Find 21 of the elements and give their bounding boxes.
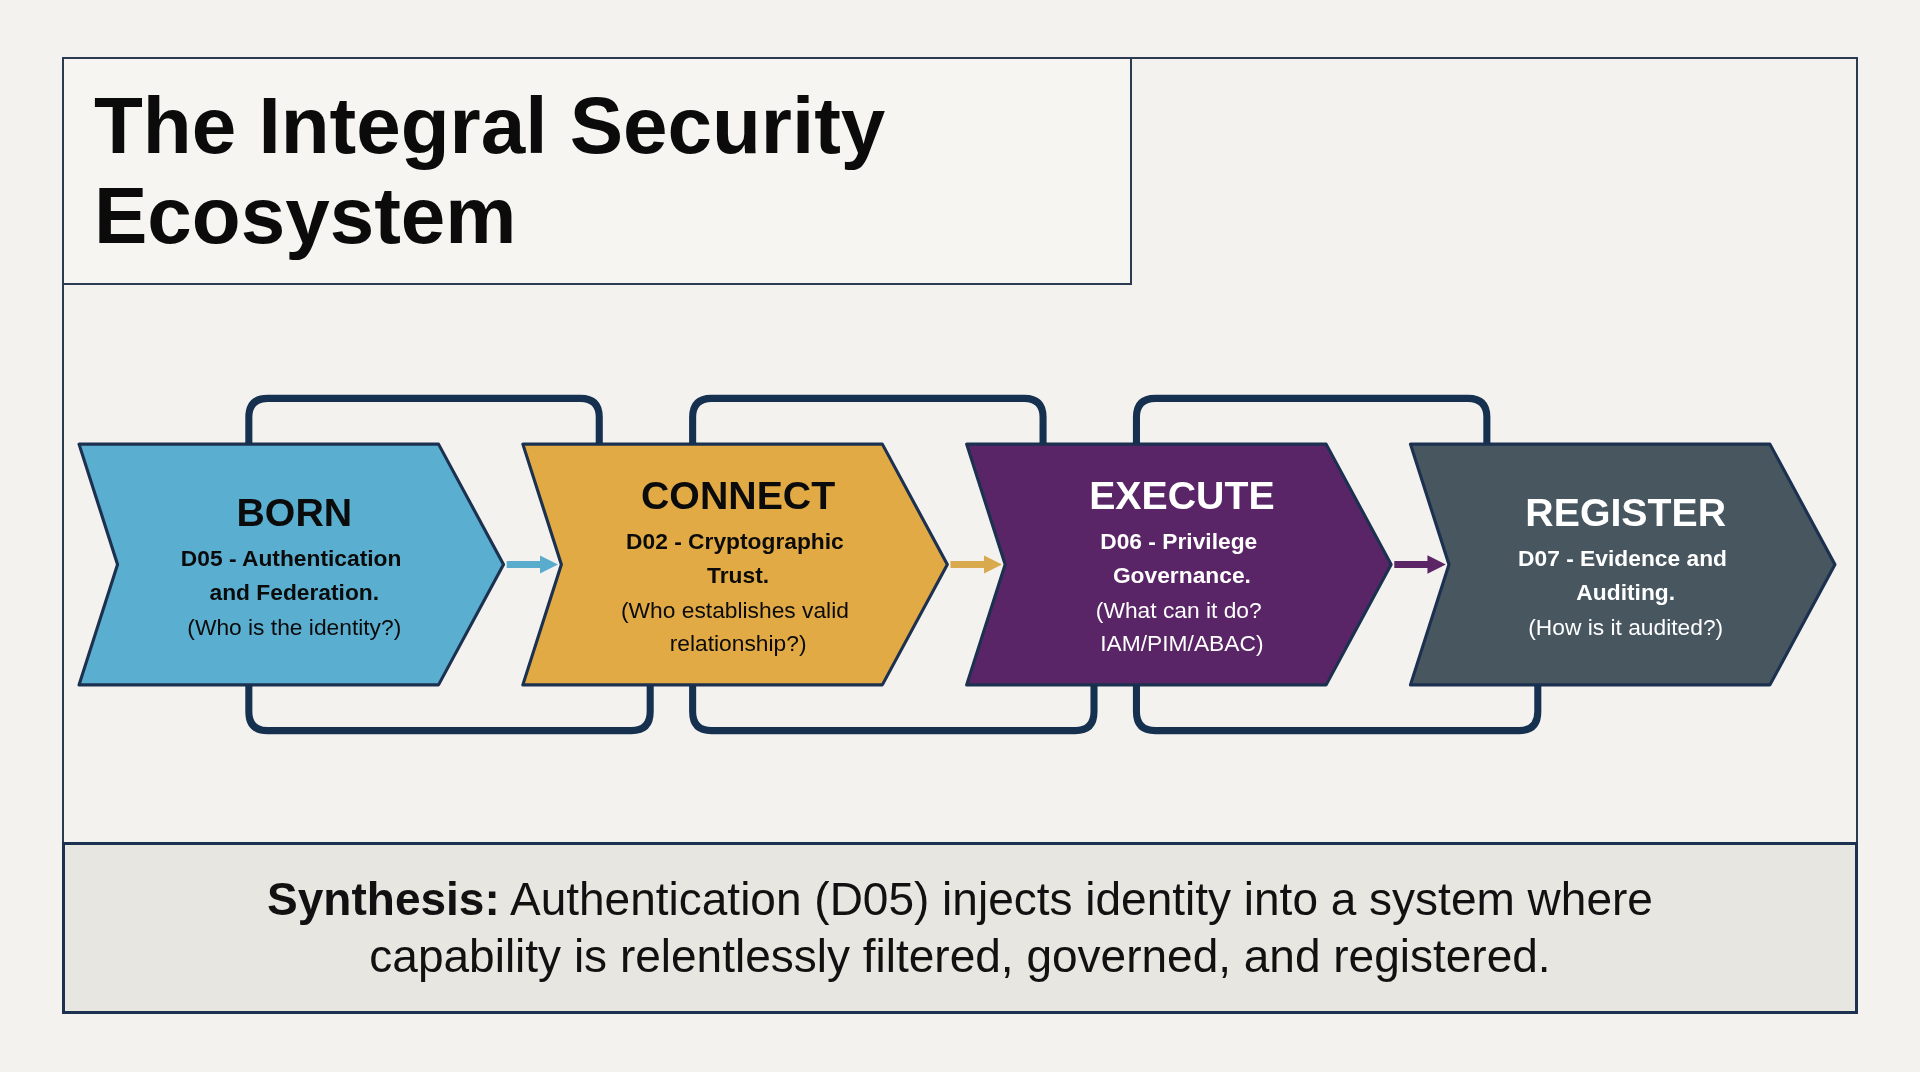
synthesis-text: Synthesis: Authentication (D05) injects identity into a system where capability is relentlessly filtered, governed, and registered. — [266, 871, 1654, 984]
step-heading: REGISTER — [1525, 491, 1727, 536]
step-question: (Who is the identity?) — [187, 614, 402, 640]
arrow — [506, 555, 559, 574]
connector-line — [245, 684, 654, 735]
step-question: (What can it do? IAM/PIM/ABAC) — [1095, 596, 1265, 657]
diagram-title: The Integral Security Ecosystem — [94, 81, 887, 261]
step-heading: EXECUTE — [1089, 473, 1275, 518]
connector-line — [245, 394, 603, 445]
step-title: D07 - Evidence and Auditing. — [1518, 545, 1728, 605]
step-heading: CONNECT — [641, 473, 836, 518]
connector-line — [1132, 394, 1491, 445]
arrow — [1394, 555, 1446, 574]
arrow — [950, 555, 1002, 574]
step-title: D02 - Cryptographic Trust. — [626, 528, 845, 588]
step-question: (How is it audited?) — [1528, 614, 1724, 640]
step-title: D06 - Privilege Governance. — [1100, 528, 1259, 588]
step-heading: BORN — [236, 491, 353, 536]
step-question: (Who establishes valid relationship?) — [621, 596, 850, 657]
step-title: D05 - Authentication and Federation. — [180, 545, 403, 605]
connector-line — [689, 394, 1047, 445]
